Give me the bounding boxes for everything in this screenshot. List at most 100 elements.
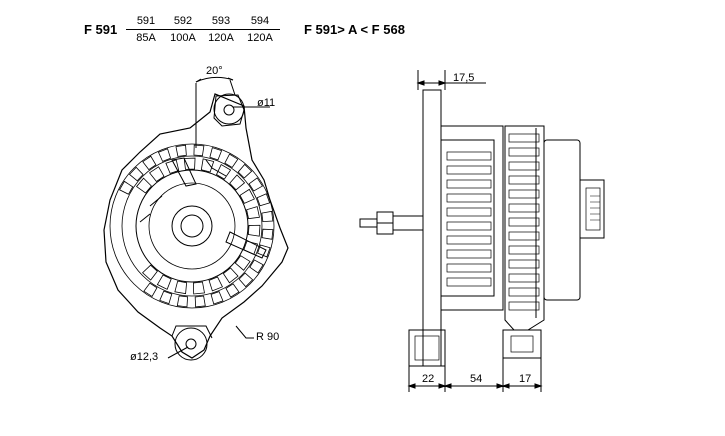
vent-slot [194,295,206,308]
variant-current: 120A [247,32,273,44]
rib [446,207,492,217]
vent-slot [208,276,223,292]
variant-code: 594 [240,15,280,30]
vent-slot [165,159,180,174]
rib [508,259,540,269]
vent-slot [215,164,232,180]
vent-slot [246,206,260,220]
rib [508,245,540,255]
vent-slot [210,291,224,305]
vent-slot [243,240,259,255]
vent-slot [256,193,271,207]
angle-dimension-lines [195,76,236,148]
connector-block [579,179,605,239]
rib [446,263,492,273]
vent-slot [237,163,253,179]
vent-slot [193,144,205,157]
vent-slot [224,153,239,168]
front-view [103,76,289,361]
rear-foot [502,329,542,359]
front-ribs [446,151,492,287]
rib [446,179,492,189]
vent-slot [128,166,144,182]
rib [446,151,492,161]
vent-slot [192,281,205,295]
rear-foot-dimension: 17 [519,373,532,385]
vent-slot [225,283,240,298]
vent-slot [183,157,196,170]
rib [508,273,540,283]
vent-slot [261,228,274,240]
angle-dimension: 20° [206,65,223,77]
rib [508,287,540,297]
variant-code: 592 [163,15,203,30]
vent-slot [249,259,264,274]
vent-slot [157,148,172,162]
variant-current: 120A [208,32,234,44]
radius-dimension: R 90 [256,331,280,343]
rib [508,203,540,213]
rib [508,175,540,185]
vent-slot [118,180,134,195]
rib [446,221,492,231]
variant-592: 592 100A [163,15,203,45]
foot-spacing-dimension: 54 [470,373,483,385]
comparison-label: F 591> A < F 568 [304,22,405,37]
variant-code: 593 [201,15,241,30]
vent-slot [149,166,165,182]
rib [508,147,540,157]
front-foot [408,329,446,367]
vent-slot [229,174,246,191]
cooling-vents [118,144,274,308]
variant-current: 85A [136,32,156,44]
vent-slot [176,295,189,308]
rib [508,133,540,143]
rib [446,249,492,259]
front-housing-side [440,125,504,311]
rib [446,165,492,175]
rib [446,193,492,203]
vent-slot [156,274,172,290]
upper-hole-diameter: ø11 [257,97,276,109]
variant-591: 591 85A [126,15,166,45]
vent-slot [247,224,261,237]
rib [508,301,540,311]
vent-slot [159,290,173,305]
vent-slot [142,155,157,171]
vent-slot [142,264,158,281]
vent-slot [234,255,251,271]
vent-slot [209,147,223,161]
vent-slot [248,177,264,192]
vent-slot [222,267,239,284]
front-housing-outline [103,93,289,359]
rib [508,231,540,241]
rib [446,235,492,245]
vent-slot [175,144,187,157]
vent-slot [200,158,215,173]
upper-hole-icon [223,104,235,116]
variant-code: 591 [126,15,166,30]
vent-slot [261,210,274,223]
vent-slot [238,272,254,288]
lower-hole-icon [185,338,197,350]
model-label: F 591 [84,22,118,37]
front-foot-dimension: 22 [422,373,435,385]
shaft-icon [180,214,204,238]
vent-slot [257,244,271,258]
vent-slot [174,280,188,295]
rear-cover [543,139,581,301]
vent-slot [135,177,152,194]
vent-slot [239,188,255,204]
rib [508,161,540,171]
rear-housing-side [504,125,545,331]
vent-slot [143,282,158,298]
pulley-offset-dimension: 17,5 [453,72,475,84]
lower-lug [174,327,208,361]
front-bracket [422,89,442,367]
rear-ribs [508,133,540,311]
side-view [359,70,605,392]
variant-current: 100A [170,32,196,44]
shaft [392,215,424,231]
lower-hole-diameter: ø12,3 [130,351,159,363]
